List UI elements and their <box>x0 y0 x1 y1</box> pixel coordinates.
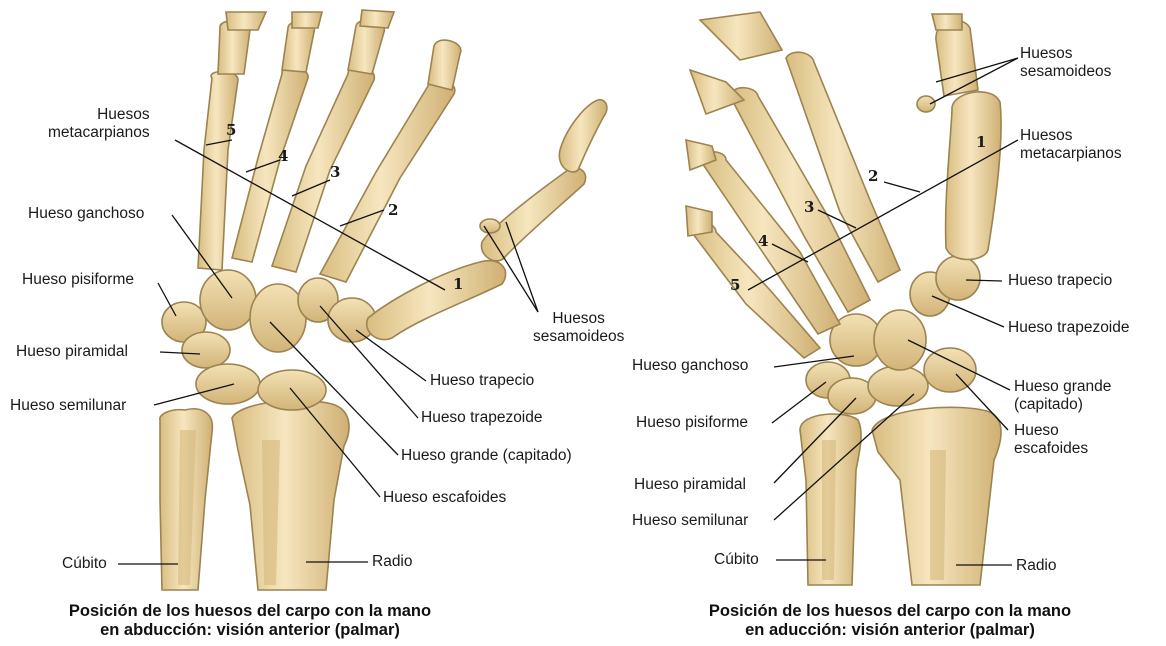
right-metacarpal-number-4: 4 <box>758 232 768 250</box>
left-label-hueso-trapecio: Hueso trapecio <box>430 372 534 390</box>
right-metacarpal-number-3: 3 <box>804 198 814 216</box>
left-label-hueso-ganchoso: Hueso ganchoso <box>28 205 144 223</box>
left-label-huesos-sesamoideos: Huesos sesamoideos <box>533 310 624 346</box>
right-label-huesos-metacarpianos: Huesos metacarpianos <box>1020 127 1122 163</box>
right-trapezium-bone <box>936 256 980 300</box>
right-hand-illustration <box>686 12 1001 585</box>
right-label-cubito: Cúbito <box>714 551 759 569</box>
left-triquetrum-bone <box>182 332 230 368</box>
left-metacarpal-number-5: 5 <box>226 121 236 139</box>
left-caption-line2: en abducción: visión anterior (palmar) <box>20 621 480 640</box>
left-label-hueso-trapezoide: Hueso trapezoide <box>421 409 543 427</box>
left-caption-line1: Posición de los huesos del carpo con la … <box>20 602 480 621</box>
right-label-hueso-grande: Hueso grande (capitado) <box>1014 378 1111 414</box>
right-metacarpal-number-5: 5 <box>730 276 740 294</box>
left-label-hueso-grande: Hueso grande (capitado) <box>401 447 572 465</box>
right-label-hueso-piramidal: Hueso piramidal <box>634 476 746 494</box>
left-caption: Posición de los huesos del carpo con la … <box>20 602 480 640</box>
left-metacarpal-number-4: 4 <box>278 147 288 165</box>
left-capitate-bone <box>250 284 306 352</box>
left-label-hueso-piramidal: Hueso piramidal <box>16 343 128 361</box>
left-label-huesos-metacarpianos-text: Huesos metacarpianos <box>48 106 150 142</box>
left-lunate-bone <box>196 364 260 404</box>
left-sesamoid-bones <box>480 219 500 233</box>
right-label-hueso-escafoides: Hueso escafoides <box>1014 422 1088 458</box>
left-label-radio: Radio <box>372 553 413 571</box>
right-metacarpal-number-1: 1 <box>976 133 986 151</box>
right-label-hueso-ganchoso: Hueso ganchoso <box>632 357 748 375</box>
right-label-huesos-sesamoideos: Huesos sesamoideos <box>1020 45 1111 81</box>
left-label-hueso-escafoides: Hueso escafoides <box>383 489 506 507</box>
right-label-hueso-trapecio: Hueso trapecio <box>1008 272 1112 290</box>
left-label-huesos-metacarpianos: Huesos metacarpianos <box>48 106 150 142</box>
left-label-cubito: Cúbito <box>62 555 107 573</box>
left-metacarpal-number-2: 2 <box>388 201 398 219</box>
left-metacarpal-1 <box>367 261 506 340</box>
right-label-hueso-semilunar: Hueso semilunar <box>632 512 748 530</box>
left-metacarpal-5 <box>198 72 238 271</box>
left-label-hueso-pisiforme: Hueso pisiforme <box>22 271 134 289</box>
left-metacarpal-number-3: 3 <box>330 163 340 181</box>
right-metacarpal-number-2: 2 <box>868 167 878 185</box>
right-lunate-bone <box>868 366 928 406</box>
left-metacarpal-number-1: 1 <box>453 275 463 293</box>
left-label-hueso-semilunar: Hueso semilunar <box>10 397 126 415</box>
right-label-hueso-trapezoide: Hueso trapezoide <box>1008 319 1130 337</box>
right-label-hueso-pisiforme: Hueso pisiforme <box>636 414 748 432</box>
right-caption-line1: Posición de los huesos del carpo con la … <box>660 602 1120 621</box>
right-caption-line2: en aducción: visión anterior (palmar) <box>660 621 1120 640</box>
right-caption: Posición de los huesos del carpo con la … <box>660 602 1120 640</box>
right-label-radio: Radio <box>1016 557 1057 575</box>
left-hamate-bone <box>200 270 256 330</box>
right-sesamoid-bones <box>917 96 935 112</box>
right-capitate-bone <box>874 310 926 370</box>
